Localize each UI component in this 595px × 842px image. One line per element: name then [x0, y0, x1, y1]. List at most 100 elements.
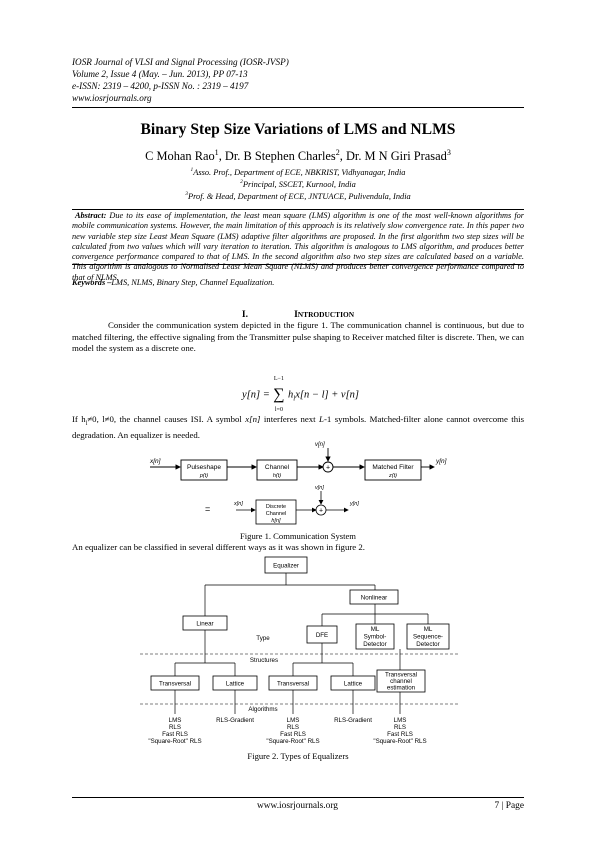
author-name: Dr. B Stephen Charles — [224, 149, 336, 163]
transversal-channel-line3: estimation — [387, 685, 416, 692]
summation: L−1 ∑ l=0 — [272, 376, 285, 413]
author-mark: 1 — [214, 147, 219, 157]
channel-block — [256, 459, 298, 481]
alg-lms: LMS — [394, 717, 407, 724]
equation-term-rest: x[n − l] + v[n] — [295, 389, 360, 401]
output-label: y[n] — [435, 458, 447, 465]
ml-sequence-detector-box — [406, 623, 450, 650]
matched-filter-sub: z(t) — [388, 473, 397, 479]
alg-rls: RLS — [169, 724, 181, 731]
input-label: x[n] — [149, 458, 161, 465]
transversal-box — [268, 675, 318, 691]
paragraph-isi: If hl≠0, l≠0, the channel causes ISI. A … — [72, 414, 524, 442]
paper-title: Binary Step Size Variations of LMS and N… — [140, 121, 456, 138]
equiv-noise-label: v[n] — [315, 485, 324, 491]
pulseshape-sub: p(t) — [199, 473, 208, 479]
matched-filter-label: Matched Filter — [372, 464, 414, 471]
noise-label: v[n] — [315, 442, 325, 448]
author-list: C Mohan Rao1, Dr. B Stephen Charles2, Dr… — [72, 147, 524, 164]
abstract-box — [72, 209, 524, 265]
transversal-label: Transversal — [277, 681, 309, 688]
author-name: Dr. M N Giri Prasad — [345, 149, 447, 163]
volume-info: Volume 2, Issue 4 (May. – Jun. 2013), PP… — [72, 69, 248, 79]
alg-fast-rls: Fast RLS — [280, 731, 306, 738]
author-mark: 2 — [335, 147, 340, 157]
alg-lms: LMS — [287, 717, 300, 724]
algorithms-label: Algorithms — [248, 706, 277, 713]
equiv-input-label: x[n] — [233, 501, 243, 507]
adder-plus: + — [326, 465, 330, 472]
alg-fast-rls: Fast RLS — [387, 731, 413, 738]
nonlinear-label: Nonlinear — [361, 595, 387, 602]
alg-rls-gradient: RLS-Gradient — [216, 717, 254, 724]
discrete-label: Discrete — [266, 504, 286, 510]
paragraph-equalizer: An equalizer can be classified in severa… — [72, 542, 365, 552]
affiliation-mark: 2 — [240, 179, 243, 186]
dfe-label: DFE — [316, 632, 328, 639]
author-name: C Mohan Rao — [145, 149, 215, 163]
discrete-channel-block — [255, 499, 297, 525]
sum-lower-limit: l=0 — [274, 407, 283, 413]
structures-label: Structures — [250, 657, 278, 664]
discrete-channel-sub: h[n] — [271, 518, 281, 524]
abstract: Abstract: Due to its ease of implementat… — [72, 211, 524, 283]
type-label: Type — [256, 635, 270, 642]
equalizer-label: Equalizer — [273, 563, 299, 570]
section-heading: I.INTRODUCTION — [72, 309, 524, 320]
transversal-channel-line2: channel — [390, 678, 412, 685]
lattice-box — [330, 675, 376, 691]
text-run: If h — [72, 414, 86, 424]
text-run: -1 symbols. Matched-filter alone cannot … — [72, 414, 524, 441]
affiliation-text: Asso. Prof., Department of ECE, NBKRIST,… — [193, 168, 406, 177]
text-run: ≠0, l≠0, the channel causes ISI. A symbo… — [87, 414, 246, 424]
text-run: interferes next — [260, 414, 320, 424]
sum-upper-limit: L−1 — [273, 376, 284, 382]
author-mark: 3 — [446, 147, 451, 157]
figure-2-caption: Figure 2. Types of Equalizers — [247, 751, 349, 761]
transversal-channel-estimation-box — [376, 669, 426, 693]
equation-lhs: y[n] = — [242, 389, 270, 401]
alg-square-root-rls: "Square-Root" RLS — [373, 738, 426, 745]
matched-filter-block — [364, 459, 422, 481]
text-italic: x[n] — [245, 414, 261, 424]
equiv-output-label: y[n] — [349, 501, 359, 507]
ml-sequence-line2: Sequence- — [413, 634, 443, 641]
section-title-rest: NTRODUCTION — [297, 310, 355, 319]
keywords-label: Keywords – — [72, 278, 112, 287]
channel-equation: y[n] = L−1 ∑ l=0 hlx[n − l] + v[n] — [242, 376, 360, 413]
dfe-box — [306, 625, 338, 644]
keywords-text: LMS, NLMS, Binary Step, Channel Equaliza… — [111, 278, 275, 287]
alg-lms: LMS — [169, 717, 182, 724]
channel-sub: h(t) — [273, 473, 281, 479]
ml-sequence-line3: Detector — [416, 641, 439, 648]
pulseshape-block — [180, 459, 228, 481]
lattice-label: Lattice — [344, 681, 363, 688]
affiliation: 1Asso. Prof., Department of ECE, NBKRIST… — [72, 167, 524, 178]
header-rule — [72, 107, 524, 108]
affiliation-text: Prof. & Head, Department of ECE, JNTUACE… — [187, 192, 411, 201]
abstract-label: Abstract: — [75, 211, 107, 220]
transversal-label: Transversal — [159, 681, 191, 688]
affiliation: 3Prof. & Head, Department of ECE, JNTUAC… — [72, 191, 524, 202]
channel-label: Channel — [265, 464, 290, 471]
alg-square-root-rls: "Square-Root" RLS — [148, 738, 201, 745]
paragraph-intro: Consider the communication system depict… — [72, 320, 524, 353]
ml-symbol-detector-box — [355, 623, 395, 650]
abstract-text: Due to its ease of implementation, the l… — [72, 211, 524, 282]
journal-website: www.iosrjournals.org — [72, 93, 152, 103]
lattice-label: Lattice — [226, 681, 245, 688]
affiliation-mark: 1 — [190, 167, 194, 174]
footer-website: www.iosrjournals.org — [257, 801, 338, 811]
ml-sequence-line1: ML — [424, 626, 433, 633]
equalizer-box — [264, 556, 308, 574]
pulseshape-label: Pulseshape — [187, 464, 221, 471]
transversal-channel-line1: Transversal — [385, 672, 417, 679]
affiliation: 2Principal, SSCET, Kurnool, India — [72, 179, 524, 190]
text-italic: L — [319, 414, 324, 424]
nonlinear-box — [349, 589, 399, 605]
ml-symbol-line2: Symbol- — [364, 634, 387, 641]
alg-rls-gradient: RLS-Gradient — [334, 717, 372, 724]
figure-1-caption: Figure 1. Communication System — [239, 531, 356, 541]
